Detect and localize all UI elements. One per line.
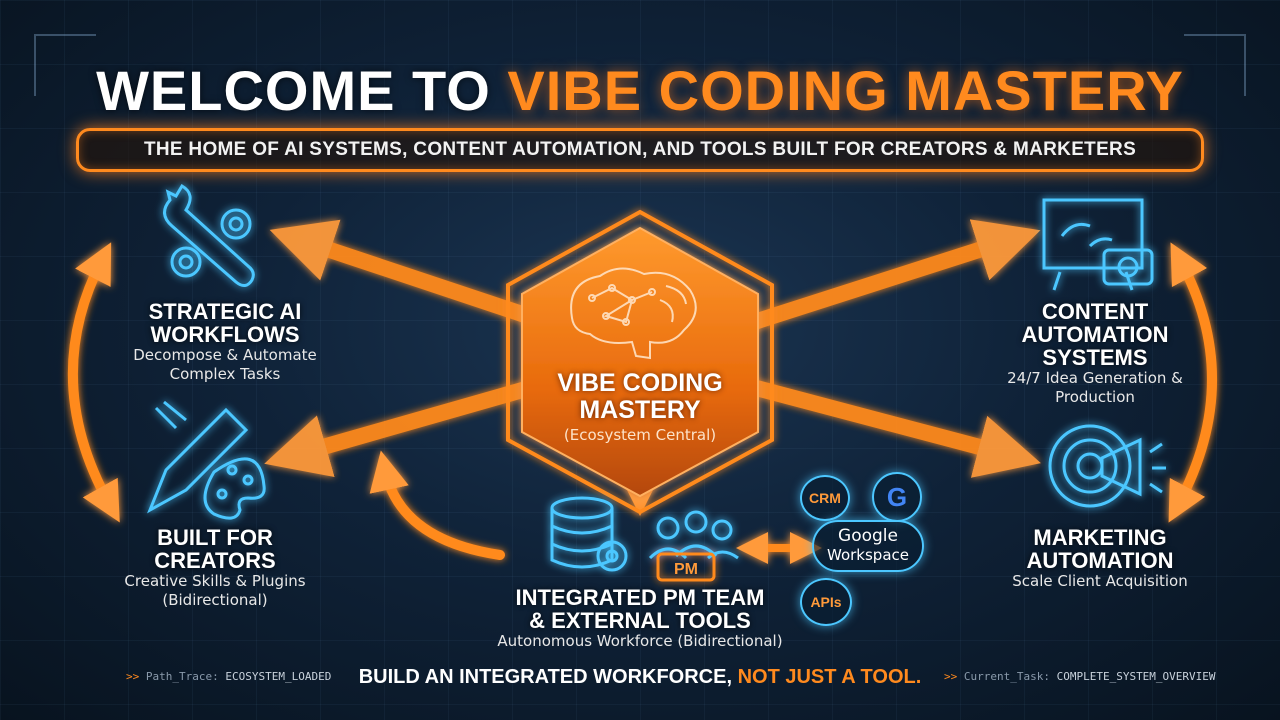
node-strategic-title: STRATEGIC AI WORKFLOWS — [148, 299, 302, 347]
curved-arrow-left — [67, 242, 120, 523]
current-task-key: Current_Task: — [963, 670, 1050, 683]
node-creators-title: BUILT FOR CREATORS — [154, 525, 276, 573]
node-strategic: STRATEGIC AI WORKFLOWS Decompose & Autom… — [110, 300, 340, 384]
footer-tagline: BUILD AN INTEGRATED WORKFORCE, NOT JUST … — [0, 666, 1280, 689]
node-content-title: CONTENT AUTOMATION SYSTEMS — [1021, 299, 1169, 370]
brain-network-icon — [570, 267, 697, 360]
arrow-to-strategic — [269, 219, 548, 328]
node-pm-team: INTEGRATED PM TEAM & EXTERNAL TOOLS Auto… — [480, 586, 800, 651]
page-title: WELCOME TO VIBE CODING MASTERY — [0, 58, 1280, 123]
database-team-icon — [550, 496, 739, 582]
node-content-subtitle: 24/7 Idea Generation & Production — [1007, 369, 1183, 406]
crm-badge: CRM — [800, 475, 850, 521]
title-part-2: VIBE CODING MASTERY — [507, 59, 1184, 122]
node-marketing-subtitle: Scale Client Acquisition — [1012, 572, 1188, 590]
target-megaphone-icon — [1048, 424, 1166, 508]
workspace-label: Workspace — [827, 546, 909, 564]
subtitle-text: THE HOME OF AI SYSTEMS, CONTENT AUTOMATI… — [143, 139, 1137, 160]
whiteboard-camera-icon — [1042, 198, 1154, 291]
path-trace-key: Path_Trace: — [145, 670, 219, 683]
crm-label: CRM — [809, 490, 841, 506]
node-creators: BUILT FOR CREATORS Creative Skills & Plu… — [100, 526, 330, 610]
node-marketing: MARKETING AUTOMATION Scale Client Acquis… — [985, 526, 1215, 591]
curved-arrow-right — [1168, 242, 1217, 523]
pencil-palette-icon — [147, 400, 266, 520]
current-task-prompt: >> — [944, 670, 958, 683]
wrench-gears-icon — [163, 183, 255, 287]
arrow-to-content — [737, 219, 1041, 333]
apis-label: APIs — [810, 594, 842, 610]
node-pm-team-title: INTEGRATED PM TEAM & EXTERNAL TOOLS — [515, 585, 765, 633]
google-workspace-badge: Google Workspace — [812, 520, 924, 572]
google-g-badge: G — [872, 472, 922, 522]
frame-corner-top-right — [1184, 34, 1246, 96]
footer-part-1: BUILD AN INTEGRATED WORKFORCE, — [358, 666, 733, 688]
node-content: CONTENT AUTOMATION SYSTEMS 24/7 Idea Gen… — [980, 300, 1210, 407]
center-title: VIBE CODING MASTERY — [557, 369, 723, 424]
current-task-value: COMPLETE_SYSTEM_OVERVIEW — [1056, 670, 1216, 683]
center-subtitle: (Ecosystem Central) — [563, 426, 717, 444]
title-part-1: WELCOME TO — [96, 59, 491, 122]
subtitle-banner: THE HOME OF AI SYSTEMS, CONTENT AUTOMATI… — [76, 128, 1204, 172]
arrow-to-marketing — [737, 377, 1041, 478]
path-trace-prompt: >> — [126, 670, 140, 683]
footer-part-2: NOT JUST A TOOL. — [737, 666, 922, 688]
google-label: Google — [838, 526, 898, 546]
pm-badge: PM — [674, 561, 698, 578]
path-trace-value: ECOSYSTEM_LOADED — [225, 670, 332, 683]
center-hexagon — [506, 209, 774, 515]
curved-arrow-pm — [369, 450, 505, 560]
node-pm-team-subtitle: Autonomous Workforce (Bidirectional) — [497, 632, 783, 650]
current-task: >> Current_Task: COMPLETE_SYSTEM_OVERVIE… — [944, 670, 1224, 683]
node-creators-subtitle: Creative Skills & Plugins (Bidirectional… — [124, 572, 306, 609]
node-strategic-subtitle: Decompose & Automate Complex Tasks — [133, 346, 317, 383]
node-marketing-title: MARKETING AUTOMATION — [1026, 525, 1174, 573]
frame-corner-top-left — [34, 34, 96, 96]
path-trace: >> Path_Trace: ECOSYSTEM_LOADED — [126, 670, 331, 683]
google-g-icon: G — [886, 481, 908, 512]
arrow-to-creators — [264, 377, 548, 477]
apis-badge: APIs — [800, 578, 852, 626]
